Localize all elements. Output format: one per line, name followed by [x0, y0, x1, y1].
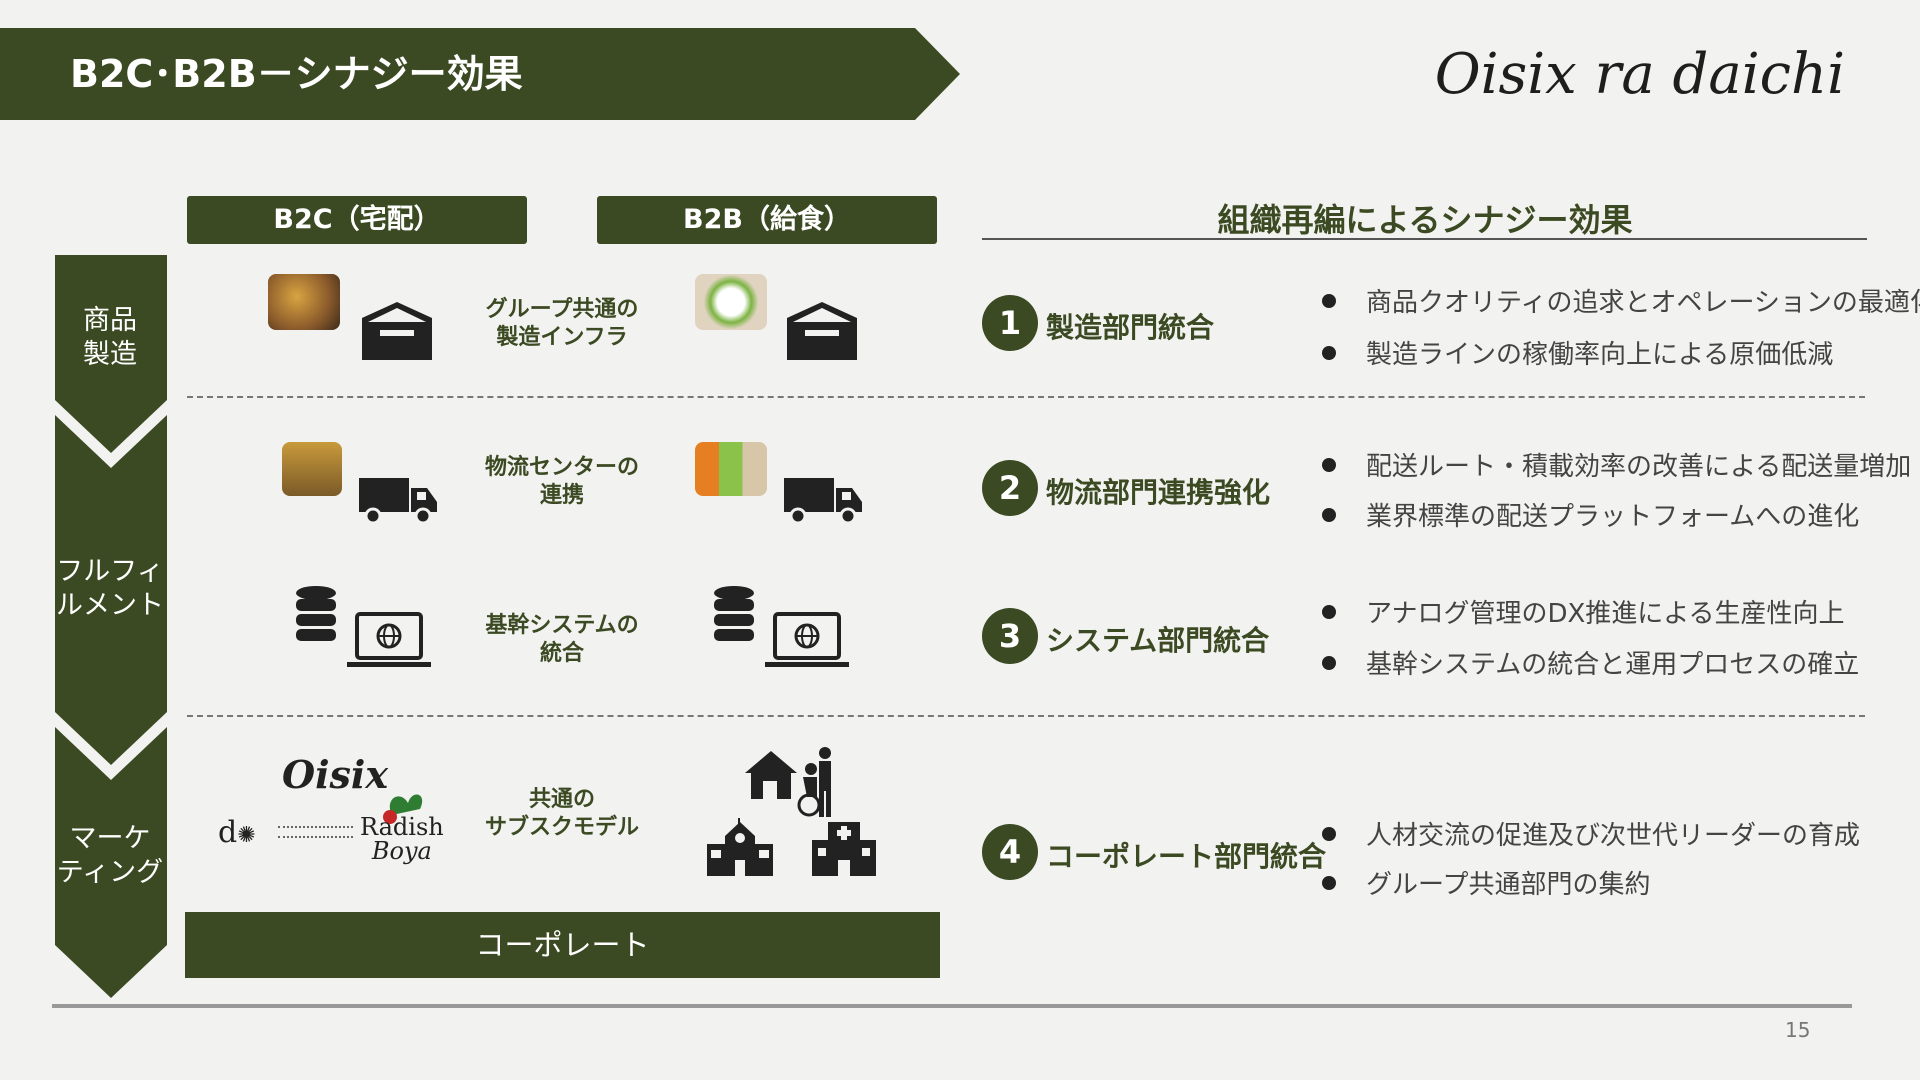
- stage-label-marketing: マーケ ティング: [56, 823, 164, 888]
- stage-label-production: 商品 製造: [83, 305, 137, 370]
- b2c-column-header: B2C（宅配）: [187, 196, 527, 244]
- synergy-3-bullet-1: アナログ管理のDX推進による生産性向上: [1322, 593, 1845, 630]
- b2b-factory-icon: [787, 302, 857, 360]
- b2b-ingredients-photo: [695, 442, 767, 496]
- daichi-wordmark-graphic: [278, 826, 353, 838]
- bullet-dot: [1322, 293, 1336, 308]
- page-number: 15: [1785, 1018, 1811, 1042]
- bullet-dot: [1322, 655, 1336, 670]
- synergy-number-2: 2: [982, 460, 1038, 516]
- synergy-3-bullet-2: 基幹システムの統合と運用プロセスの確立: [1322, 644, 1859, 681]
- synergy-dept-2: 物流部門連携強化: [1046, 476, 1271, 509]
- synergy-number-1: 1: [982, 295, 1038, 351]
- b2c-factory-icon: [362, 302, 432, 360]
- radish-leaf-icon: [383, 794, 423, 824]
- synergy-header-underline: [982, 238, 1867, 240]
- daichi-brand-logo: d✺: [218, 815, 256, 850]
- radish-boya-brand-logo: Radish Boya: [360, 813, 444, 865]
- title-banner: [0, 28, 960, 120]
- bullet-dot: [1322, 457, 1336, 472]
- synergy-2-bullet-2: 業界標準の配送プラットフォームへの進化: [1322, 496, 1859, 533]
- synergy-number-3: 3: [982, 608, 1038, 664]
- b2b-laptop-web-icon: [765, 612, 849, 667]
- stage-chevron-production: [55, 255, 167, 453]
- b2c-laptop-web-icon: [347, 612, 431, 667]
- b2c-meal-kit-photo: [268, 274, 340, 330]
- synergy-2-bullet-1: 配送ルート・積載効率の改善による配送量増加: [1322, 446, 1911, 483]
- synergy-dept-1: 製造部門統合: [1046, 311, 1215, 344]
- page-title: B2C･B2B－シナジー効果: [70, 52, 523, 96]
- bullet-dot: [1322, 507, 1336, 522]
- process-chevron-column: [55, 255, 167, 998]
- corporate-bar: コーポレート: [185, 912, 940, 978]
- b2b-school-lunch-photo: [695, 274, 767, 330]
- synergy-column-header: 組織再編によるシナジー効果: [1217, 201, 1633, 239]
- b2c-product-pack-photo: [282, 442, 342, 496]
- b2b-truck-icon: [784, 478, 862, 525]
- b2b-database-icon: [714, 586, 754, 641]
- synergy-dept-4: コーポレート部門統合: [1046, 840, 1327, 873]
- stage-chevron-marketing: [55, 727, 167, 998]
- bullet-dot: [1322, 826, 1336, 841]
- footer-divider: [52, 1004, 1852, 1008]
- shared-manufacturing-label: グループ共通の 製造インフラ: [485, 297, 639, 350]
- oisix-brand-logo: Oisix: [282, 752, 389, 797]
- shared-subscription-label: 共通の サブスクモデル: [484, 787, 639, 840]
- school-building-icon: [707, 818, 773, 876]
- bullet-dot: [1322, 604, 1336, 619]
- b2c-truck-icon: [359, 478, 437, 525]
- elderly-care-facility-icon: [745, 747, 831, 817]
- row-divider-1: [187, 396, 1865, 398]
- logistics-center-label: 物流センターの 連携: [484, 455, 639, 508]
- bullet-dot: [1322, 875, 1336, 890]
- synergy-1-bullet-2: 製造ラインの稼働率向上による原価低減: [1322, 334, 1833, 371]
- stage-chevron-fulfillment: [55, 415, 167, 765]
- b2b-column-header: B2B（給食）: [597, 196, 937, 244]
- hospital-building-icon: [812, 822, 876, 876]
- bullet-dot: [1322, 345, 1336, 360]
- core-system-label: 基幹システムの 統合: [485, 613, 639, 666]
- synergy-4-bullet-1: 人材交流の促進及び次世代リーダーの育成: [1322, 815, 1860, 852]
- synergy-1-bullet-1: 商品クオリティの追求とオペレーションの最適化: [1322, 282, 1920, 319]
- row-divider-2: [187, 715, 1865, 717]
- synergy-dept-3: システム部門統合: [1046, 624, 1270, 657]
- b2c-database-icon: [296, 586, 336, 641]
- synergy-number-4: 4: [982, 824, 1038, 880]
- company-logo: Oisix ra daichi: [1434, 42, 1845, 107]
- stage-label-fulfillment: フルフィ ルメント: [56, 556, 164, 621]
- synergy-4-bullet-2: グループ共通部門の集約: [1322, 864, 1650, 901]
